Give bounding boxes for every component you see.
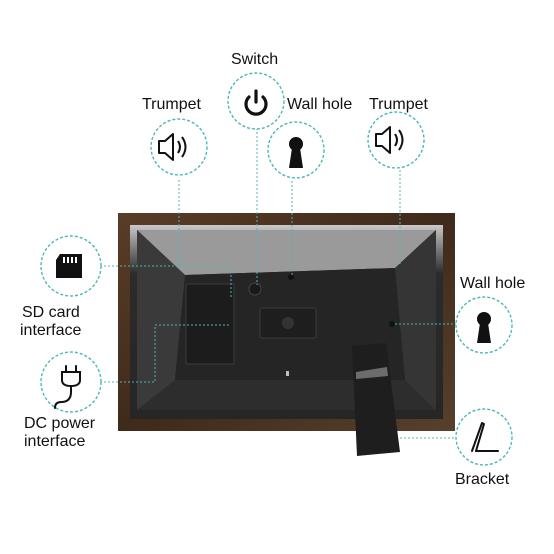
label-wall-hole-top: Wall hole: [287, 96, 353, 113]
power-icon: [244, 89, 268, 116]
leader-dc: [100, 324, 231, 383]
keyhole-icon: [477, 312, 491, 343]
back-cover-right-bevel: [395, 230, 436, 410]
label-wall-hole-side: Wall hole: [460, 275, 526, 292]
bracket-icon: [471, 422, 499, 452]
picture-frame: [118, 213, 455, 431]
sd-card-icon: [56, 254, 82, 278]
label-trumpet-left: Trumpet: [142, 96, 201, 113]
small-marker: [286, 371, 289, 376]
wall-hole-top-dot: [288, 274, 294, 280]
back-cover-top-bevel: [137, 230, 436, 275]
port-recess: [185, 283, 235, 365]
keyhole-icon: [289, 137, 303, 168]
leader-sd: [100, 265, 232, 298]
label-sd-line2: interface: [20, 322, 82, 339]
power-button[interactable]: [248, 282, 262, 296]
wall-hole-side-dot: [389, 321, 395, 327]
back-cover-left-bevel: [137, 230, 185, 410]
bracket-stand-edge: [356, 367, 388, 379]
label-bracket: Bracket: [455, 471, 510, 488]
center-screw: [282, 317, 294, 329]
label-trumpet-right: Trumpet: [369, 96, 428, 113]
dc-circle: [40, 351, 102, 413]
speaker-icon: [375, 126, 404, 154]
bracket-circle: [455, 408, 513, 466]
label-dc-line2: interface: [24, 433, 86, 450]
bracket-stand: [352, 343, 400, 456]
label-sd-line1: SD card: [22, 304, 80, 321]
speaker-icon: [158, 133, 187, 161]
dc-plug-icon: [54, 365, 81, 409]
label-switch: Switch: [231, 51, 279, 68]
label-dc-line1: DC power: [24, 415, 96, 432]
leader-lines: [100, 128, 458, 439]
